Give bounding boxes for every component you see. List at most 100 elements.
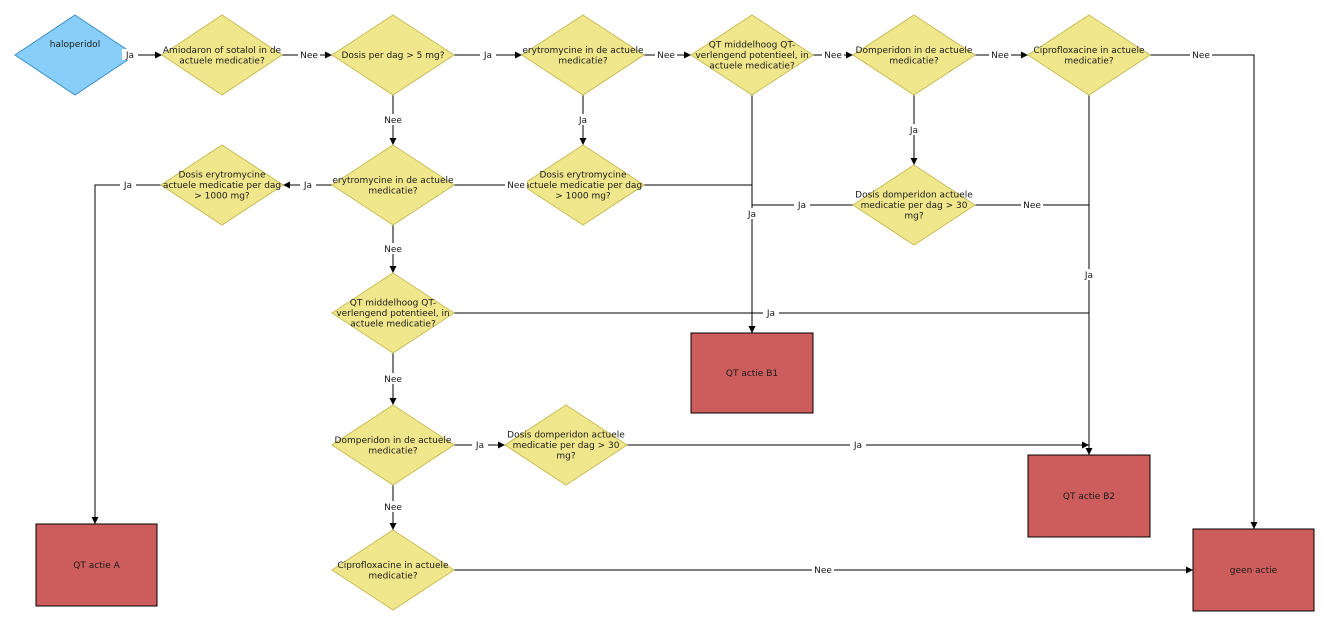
- edge-label: Nee: [657, 51, 675, 61]
- decision-diamond: [161, 14, 283, 96]
- edge-label-background: [480, 49, 496, 60]
- decision-diamond: [331, 404, 455, 486]
- edge-label-background: [906, 124, 922, 135]
- node-text-line: Dosis per dag > 5 mg?: [341, 51, 444, 61]
- decision-diamond: [1027, 14, 1151, 96]
- node-text-line: > 1000 mg?: [194, 192, 250, 202]
- edge-label-background: [298, 49, 320, 60]
- edge-label-background: [812, 564, 834, 575]
- node-text-line: medicatie per dag > 30: [513, 441, 620, 451]
- edge-label-background: [472, 439, 488, 450]
- edge-label-group: Ja: [763, 307, 779, 319]
- node-text-line: actuele medicatie?: [350, 320, 436, 330]
- edge-dosis_ery_left-to-qta: [91, 184, 161, 524]
- edge-label: Ja: [303, 181, 312, 191]
- node-text-line: medicatie?: [1064, 56, 1114, 66]
- edge-label-group: Ja: [744, 208, 760, 220]
- node-text-line: Dosis erytromycine: [539, 171, 627, 181]
- edge-label-background: [850, 439, 866, 450]
- edge-label-group: Nee: [298, 49, 320, 61]
- edge-label: Ja: [123, 181, 132, 191]
- decision-diamond: [852, 164, 976, 246]
- edge-label-background: [382, 114, 404, 125]
- edge-label: Nee: [507, 181, 525, 191]
- edge-label-group: Ja: [472, 439, 488, 451]
- action-box: [690, 332, 814, 414]
- edge-label-group: Nee: [505, 179, 527, 191]
- node-text-line: mg?: [556, 452, 575, 462]
- edge-label: Ja: [797, 201, 806, 211]
- decision-diamond: [331, 14, 455, 96]
- edge-label-background: [300, 179, 316, 190]
- edge-label-group: Ja: [480, 49, 496, 61]
- edge-label-group: Ja: [906, 124, 922, 136]
- edge-label: Nee: [384, 116, 402, 126]
- edge-label-group: Ja: [120, 179, 136, 191]
- node-text-line: QT actie B1: [726, 369, 778, 379]
- node-text-line: mg?: [904, 212, 923, 222]
- node-text-line: > 1000 mg?: [555, 192, 611, 202]
- edge-label-background: [1081, 269, 1097, 280]
- node-text-line: medicatie?: [368, 446, 418, 456]
- edge-label-background: [120, 179, 136, 190]
- action-node-qtb2: QT actie B2: [1027, 454, 1151, 538]
- start-node-haloperidol: haloperidol: [14, 14, 136, 96]
- node-text-line: Domperidon in de actuele: [335, 436, 452, 446]
- edge-label-background: [989, 49, 1011, 60]
- decision-diamond: [331, 144, 455, 226]
- node-text-line: actuele medicatie per dag: [163, 181, 281, 191]
- node-text-line: QT actie B2: [1063, 492, 1115, 502]
- edge-label: Nee: [384, 375, 402, 385]
- node-text-line: Ciprofloxacine in actuele: [1033, 46, 1145, 56]
- edge-label-group: Nee: [812, 564, 834, 576]
- node-text-line: geen actie: [1230, 566, 1278, 576]
- node-text-line: medicatie per dag > 30: [861, 201, 968, 211]
- edge-label-background: [1021, 199, 1043, 210]
- edge-label-group: Nee: [1021, 199, 1043, 211]
- edge-label-background: [382, 243, 404, 254]
- node-text-line: QT middelhoog QT-: [350, 299, 436, 309]
- decision-diamond: [331, 272, 455, 354]
- node-text-line: Dosis domperidon actuele: [855, 191, 973, 201]
- decision-diamond: [504, 404, 628, 486]
- edge-label-group: Ja: [1081, 269, 1097, 281]
- edge-label: Ja: [578, 116, 587, 126]
- edge-label-background: [1190, 49, 1212, 60]
- edge-label: Nee: [824, 51, 842, 61]
- decision-diamond: [690, 14, 814, 96]
- node-text-line: medicatie?: [889, 56, 939, 66]
- edge-label: Ja: [475, 441, 484, 451]
- edge-label: Nee: [1192, 51, 1210, 61]
- edge-label-group: Nee: [822, 49, 844, 61]
- edge-label: Nee: [991, 51, 1009, 61]
- node-text-line: Dosis domperidon actuele: [507, 431, 625, 441]
- edge-label-background: [744, 208, 760, 219]
- edge-cipro_top-to-geen: [1150, 54, 1258, 529]
- edge-label-group: Nee: [1190, 49, 1212, 61]
- edge-label-background: [655, 49, 677, 60]
- action-node-qtb1: QT actie B1: [690, 332, 814, 414]
- node-text-line: medicatie?: [368, 571, 418, 581]
- node-text-line: actuele medicatie?: [709, 62, 795, 72]
- node-text-line: actuele medicatie per dag: [524, 181, 642, 191]
- decision-diamond: [331, 529, 455, 611]
- node-text-line: medicatie?: [368, 186, 418, 196]
- edge-label: Ja: [909, 126, 918, 136]
- edge-label-background: [382, 501, 404, 512]
- node-text-line: Domperidon in de actuele: [856, 46, 973, 56]
- node-text-line: QT actie A: [73, 561, 120, 571]
- edge-label-group: Ja: [575, 114, 591, 126]
- edge-label: Ja: [125, 51, 134, 61]
- node-text-line: QT middelhoog QT-: [709, 41, 795, 51]
- edge-label: Ja: [483, 51, 492, 61]
- node-text-line: Dosis erytromycine: [178, 171, 266, 181]
